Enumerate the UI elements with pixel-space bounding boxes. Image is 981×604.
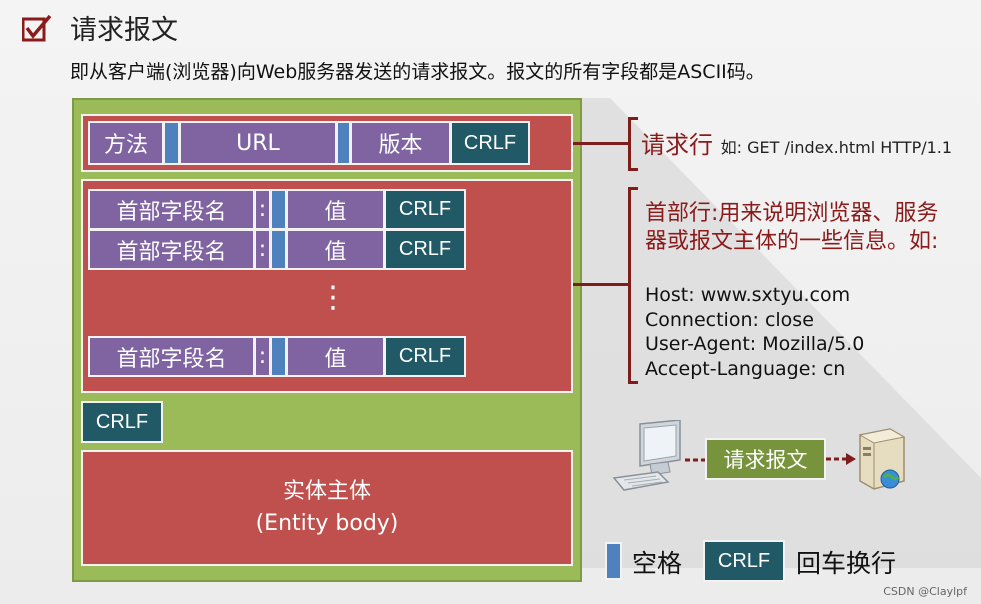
crlf-field: CRLF — [384, 336, 466, 377]
server-icon — [858, 428, 906, 490]
dashed-arrow — [685, 458, 705, 462]
colon-field: : — [254, 189, 271, 230]
version-field: 版本 — [350, 121, 451, 165]
ellipsis: ⋮ — [318, 280, 348, 315]
legend-space-label: 空格 — [632, 549, 683, 578]
space-marker — [163, 121, 180, 165]
header-field-name: 首部字段名 — [88, 336, 255, 377]
entity-body-subtitle: (Entity body) — [255, 511, 399, 536]
crlf-field: CRLF — [384, 189, 466, 230]
method-field: 方法 — [88, 121, 164, 165]
connector-line — [573, 142, 629, 145]
header-lines-bracket — [628, 187, 638, 384]
request-line-annotation: 请求行 如: GET /index.html HTTP/1.1 — [641, 125, 952, 160]
crlf-field: CRLF — [450, 121, 530, 165]
request-line-bracket — [628, 117, 638, 171]
dashed-arrow — [826, 453, 856, 465]
checkbox-logo-icon — [22, 14, 52, 42]
space-marker — [270, 189, 287, 230]
header-example: User-Agent: Mozilla/5.0 — [645, 333, 865, 355]
space-marker — [270, 229, 287, 270]
space-marker — [270, 336, 287, 377]
request-line-label: 请求行 — [641, 131, 713, 159]
watermark: CSDN @Claylpf — [883, 585, 967, 598]
entity-body-box: 实体主体 (Entity body) — [81, 450, 573, 566]
header-example: Accept-Language: cn — [645, 357, 846, 380]
computer-icon — [612, 420, 681, 491]
subtitle: 即从客户端(浏览器)向Web服务器发送的请求报文。报文的所有字段都是ASCII码… — [70, 61, 765, 83]
header-value: 值 — [286, 189, 385, 230]
header-examples: Host: www.sxtyu.com Connection: close Us… — [645, 283, 864, 381]
colon-field: : — [254, 229, 271, 270]
page-title: 请求报文 — [70, 15, 178, 46]
flow-message-label: 请求报文 — [705, 438, 826, 480]
header-example: Host: www.sxtyu.com — [645, 284, 851, 306]
header-value: 值 — [286, 336, 385, 377]
header-field-name: 首部字段名 — [88, 189, 255, 230]
entity-body-title: 实体主体 — [282, 479, 371, 504]
connector-line — [573, 283, 629, 286]
crlf-field: CRLF — [384, 229, 466, 270]
colon-field: : — [254, 336, 271, 377]
header-field-name: 首部字段名 — [88, 229, 255, 270]
legend-crlf-label: 回车换行 — [796, 549, 897, 578]
blank-line-crlf: CRLF — [81, 401, 163, 443]
header-example: Connection: close — [645, 308, 814, 331]
url-field: URL — [179, 121, 337, 165]
header-value: 值 — [286, 229, 385, 270]
request-line-example: 如: GET /index.html HTTP/1.1 — [720, 138, 953, 157]
legend-crlf-box: CRLF — [703, 540, 785, 582]
legend-space-swatch — [605, 542, 622, 580]
header-lines-description: 首部行:用来说明浏览器、服务器或报文主体的一些信息。如: — [645, 201, 939, 254]
space-marker — [336, 121, 351, 165]
